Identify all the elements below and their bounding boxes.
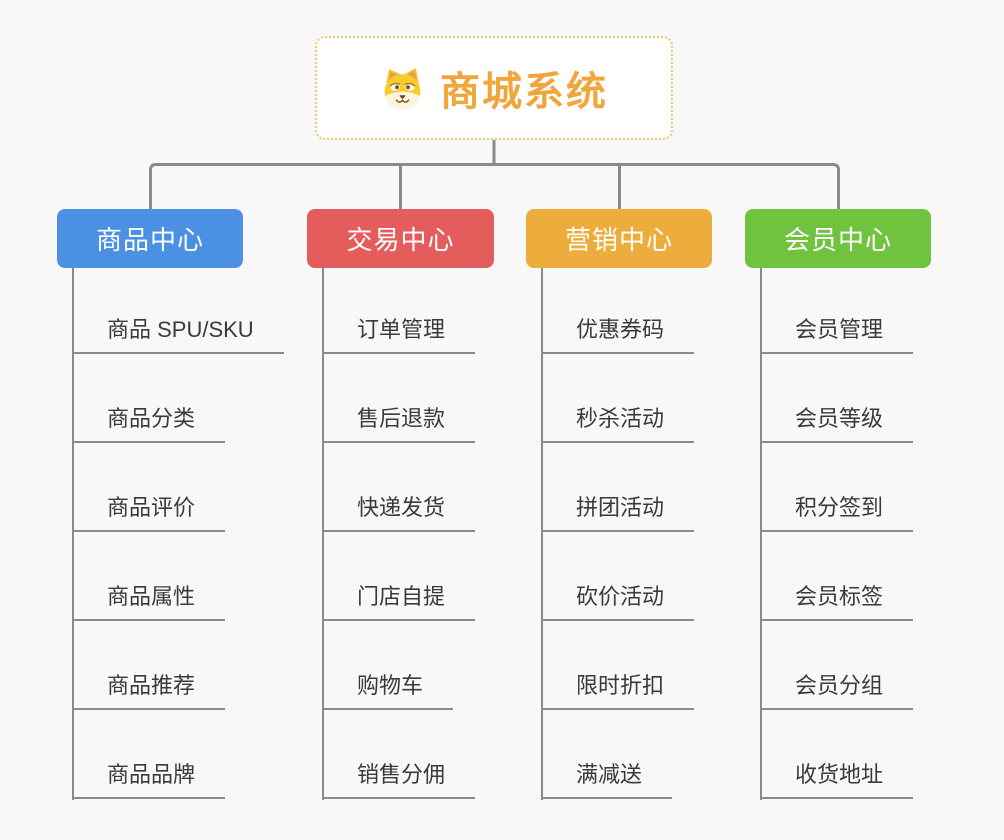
connector-bus — [149, 163, 840, 210]
child-topic[interactable]: 商品评价 — [73, 495, 226, 532]
branch-topic-marketing[interactable]: 营销中心 — [526, 209, 712, 268]
branch-topic-label: 交易中心 — [346, 225, 455, 255]
branch-children-trade: 订单管理 售后退款 快递发货 门店自提 购物车 销售分佣 — [323, 317, 476, 799]
branch-topic-products[interactable]: 商品中心 — [57, 209, 243, 268]
branch-topic-label: 营销中心 — [564, 225, 673, 255]
branch-children-marketing: 优惠券码 秒杀活动 拼团活动 砍价活动 限时折扣 满减送 — [542, 317, 695, 799]
branch-topic-members[interactable]: 会员中心 — [745, 209, 931, 268]
child-topic[interactable]: 会员分组 — [761, 673, 914, 710]
root-topic-label: 商城系统 — [440, 70, 608, 114]
child-topic[interactable]: 会员管理 — [761, 317, 914, 354]
child-topic[interactable]: 收货地址 — [761, 762, 914, 799]
child-topic[interactable]: 优惠券码 — [542, 317, 695, 354]
child-topic[interactable]: 积分签到 — [761, 495, 914, 532]
child-topic[interactable]: 会员等级 — [761, 406, 914, 443]
child-topic[interactable]: 拼团活动 — [542, 495, 695, 532]
child-topic[interactable]: 限时折扣 — [542, 673, 695, 710]
child-topic[interactable]: 秒杀活动 — [542, 406, 695, 443]
branch-children-products: 商品 SPU/SKU 商品分类 商品评价 商品属性 商品推荐 商品品牌 — [73, 317, 284, 799]
child-topic[interactable]: 砍价活动 — [542, 584, 695, 621]
branch-topic-trade[interactable]: 交易中心 — [307, 209, 494, 268]
root-topic[interactable]: 商城系统 — [315, 36, 673, 140]
branch-topic-label: 会员中心 — [783, 225, 892, 255]
child-topic[interactable]: 门店自提 — [323, 584, 476, 621]
child-topic[interactable]: 快递发货 — [323, 495, 476, 532]
child-topic[interactable]: 售后退款 — [323, 406, 476, 443]
child-topic[interactable]: 商品推荐 — [73, 673, 226, 710]
child-topic[interactable]: 商品属性 — [73, 584, 226, 621]
child-topic[interactable]: 商品分类 — [73, 406, 226, 443]
child-topic[interactable]: 购物车 — [323, 673, 454, 710]
branch-topic-label: 商品中心 — [95, 225, 204, 255]
child-topic[interactable]: 商品 SPU/SKU — [73, 317, 284, 354]
child-topic[interactable]: 销售分佣 — [323, 762, 476, 799]
doge-face-icon — [384, 67, 421, 109]
branch-children-members: 会员管理 会员等级 积分签到 会员标签 会员分组 收货地址 — [761, 317, 914, 799]
child-topic[interactable]: 订单管理 — [323, 317, 476, 354]
child-topic[interactable]: 商品品牌 — [73, 762, 226, 799]
child-topic[interactable]: 会员标签 — [761, 584, 914, 621]
child-topic[interactable]: 满减送 — [542, 762, 673, 799]
